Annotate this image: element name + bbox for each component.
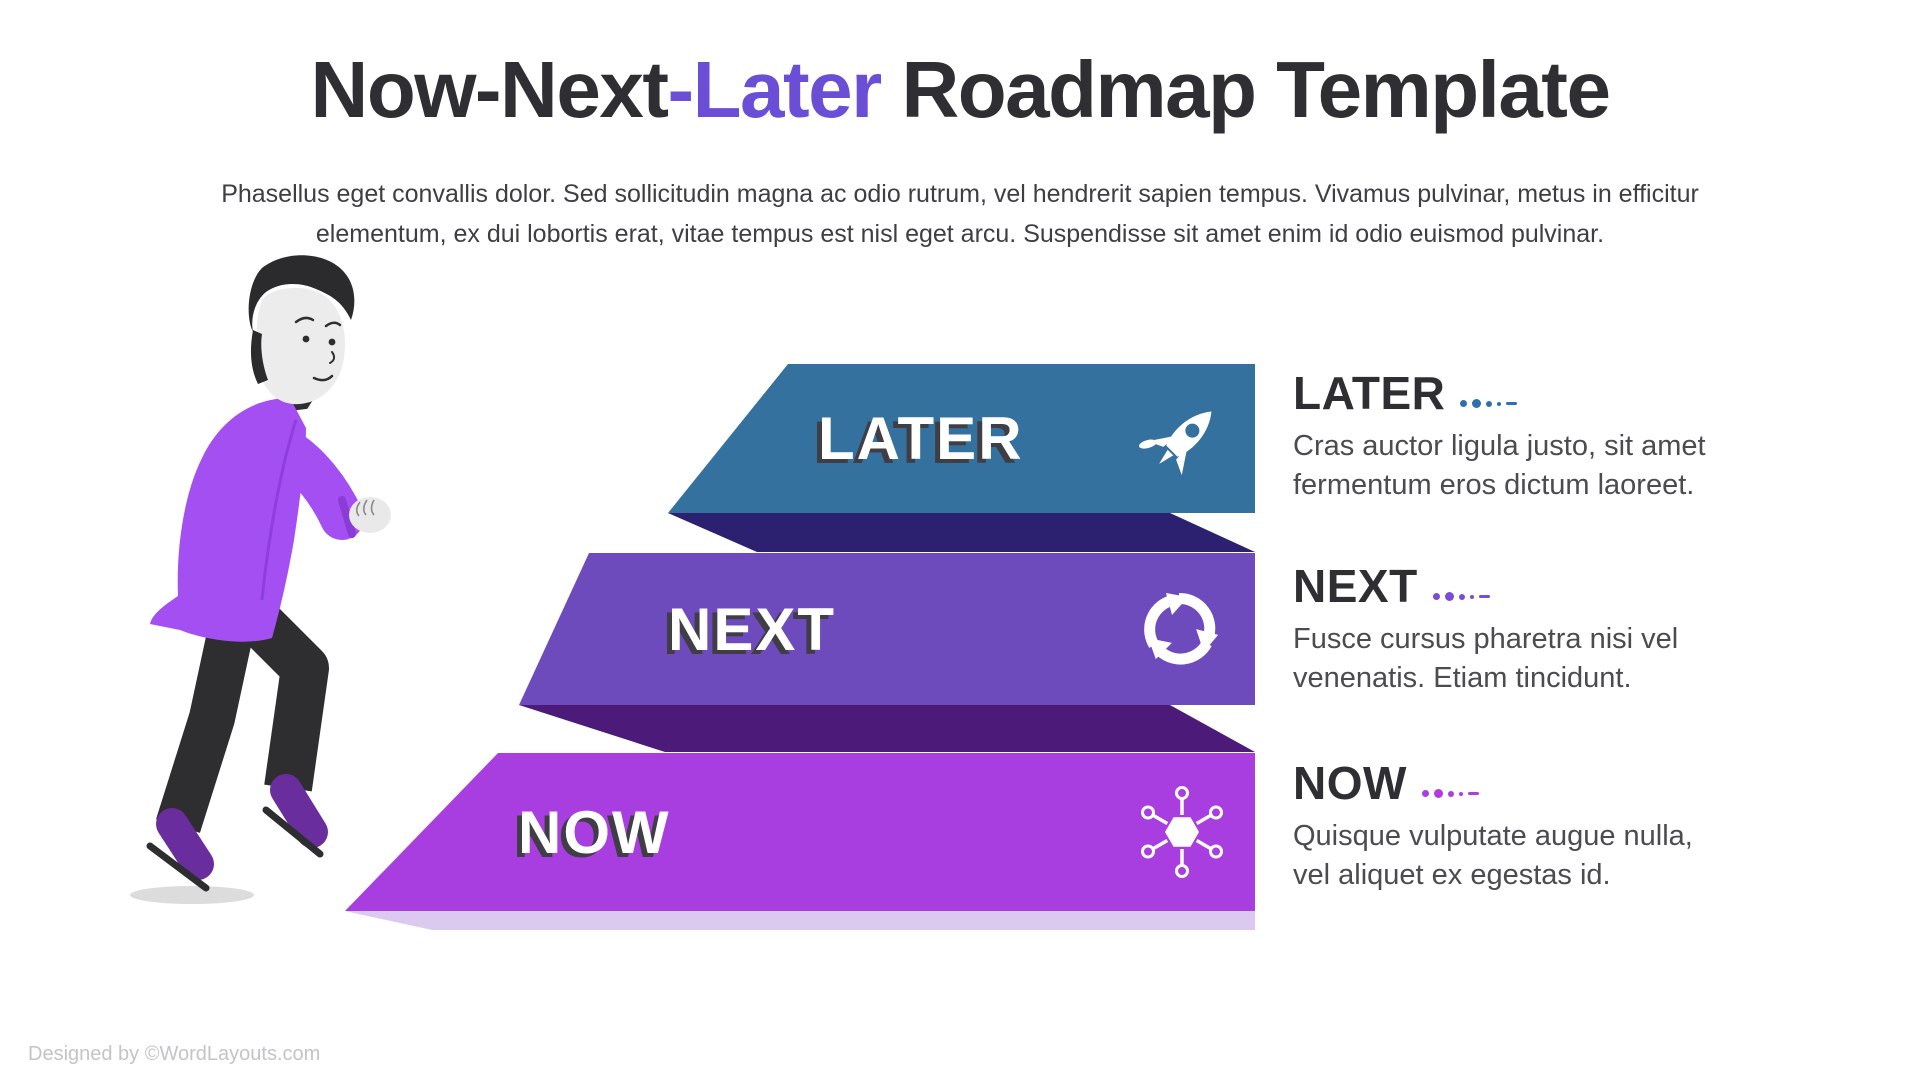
title-highlight: -Later <box>667 45 882 134</box>
recycle-icon <box>1144 592 1219 665</box>
next-body: Fusce cursus pharetra nisi vel venenatis… <box>1293 620 1793 698</box>
title-suffix: Roadmap Template <box>880 45 1610 134</box>
roadmap-banners: LATER LATER NEXT NEXT <box>345 364 1255 930</box>
later-body-line-1: Cras auctor ligula justo, sit amet <box>1293 430 1706 462</box>
now-body-line-1: Quisque vulputate augue nulla, <box>1293 820 1693 852</box>
later-banner-shadow <box>668 513 1255 552</box>
next-heading: NEXT <box>1293 562 1793 610</box>
next-body-line-2: venenatis. Etiam tincidunt. <box>1293 662 1632 694</box>
runner-hand <box>349 497 391 533</box>
later-banner-label: LATER <box>818 405 1024 472</box>
next-dots-decoration <box>1432 592 1490 601</box>
next-banner-shadow <box>519 705 1255 752</box>
later-banner <box>668 364 1255 513</box>
now-banner-label: NOW <box>518 799 671 866</box>
title-prefix: Now-Next <box>310 45 669 134</box>
now-body: Quisque vulputate augue nulla, vel aliqu… <box>1293 817 1793 895</box>
ground-shadow <box>130 886 254 904</box>
now-heading: NOW <box>1293 759 1793 807</box>
later-heading: LATER <box>1293 369 1793 417</box>
now-dots-decoration <box>1421 789 1479 798</box>
runner-arm <box>260 426 364 540</box>
runner-smile <box>312 374 334 382</box>
later-banner-label-shadow: LATER <box>813 409 1019 476</box>
runner-jacket-seam <box>260 419 298 601</box>
next-description-block: NEXT Fusce cursus pharetra nisi vel vene… <box>1293 562 1793 698</box>
next-banner-label: NEXT <box>668 596 836 663</box>
runner-hair <box>248 255 355 332</box>
later-description-block: LATER Cras auctor ligula justo, sit amet… <box>1293 369 1793 505</box>
now-body-line-2: vel aliquet ex egestas id. <box>1293 859 1611 891</box>
now-description-block: NOW Quisque vulputate augue nulla, vel a… <box>1293 759 1793 895</box>
page-title: Now-Next-Later Roadmap Template <box>0 44 1920 136</box>
runner-back-leg <box>156 620 255 833</box>
runner-face <box>256 287 345 405</box>
runner-eye-left <box>302 335 310 343</box>
subtitle-line-2: elementum, ex dui lobortis erat, vitae t… <box>315 220 1605 248</box>
runner-front-sole <box>262 806 324 858</box>
footer-credit: Designed by ©WordLayouts.com <box>28 1043 321 1065</box>
now-banner-shadow <box>345 911 1255 930</box>
network-icon <box>1141 786 1223 878</box>
next-heading-text: NEXT <box>1293 560 1418 612</box>
now-banner <box>345 753 1255 911</box>
next-banner <box>519 553 1255 705</box>
subtitle: Phasellus eget convallis dolor. Sed soll… <box>0 174 1920 254</box>
runner-eyebrow-left <box>294 316 315 324</box>
runner-illustration <box>130 255 391 904</box>
runner-eye-right <box>328 338 336 346</box>
later-dots-decoration <box>1460 399 1518 408</box>
later-body: Cras auctor ligula justo, sit amet ferme… <box>1293 427 1793 505</box>
subtitle-line-1: Phasellus eget convallis dolor. Sed soll… <box>221 180 1699 208</box>
runner-front-shoe <box>270 774 328 848</box>
runner-back-shoe <box>156 808 214 880</box>
next-body-line-1: Fusce cursus pharetra nisi vel <box>1293 623 1679 655</box>
rocket-icon <box>1139 411 1212 476</box>
later-body-line-2: fermentum eros dictum laoreet. <box>1293 469 1695 501</box>
now-banner-label-shadow: NOW <box>513 803 666 870</box>
now-heading-text: NOW <box>1293 757 1407 809</box>
runner-nose <box>329 351 336 364</box>
runner-back-sole <box>146 842 210 892</box>
runner-cuff <box>338 496 356 538</box>
runner-fingers <box>355 499 375 517</box>
runner-eyebrow-right <box>324 321 342 328</box>
runner-hair-side <box>250 330 268 384</box>
next-banner-label-shadow: NEXT <box>663 600 831 667</box>
later-heading-text: LATER <box>1293 367 1446 419</box>
runner-front-leg <box>245 608 329 792</box>
